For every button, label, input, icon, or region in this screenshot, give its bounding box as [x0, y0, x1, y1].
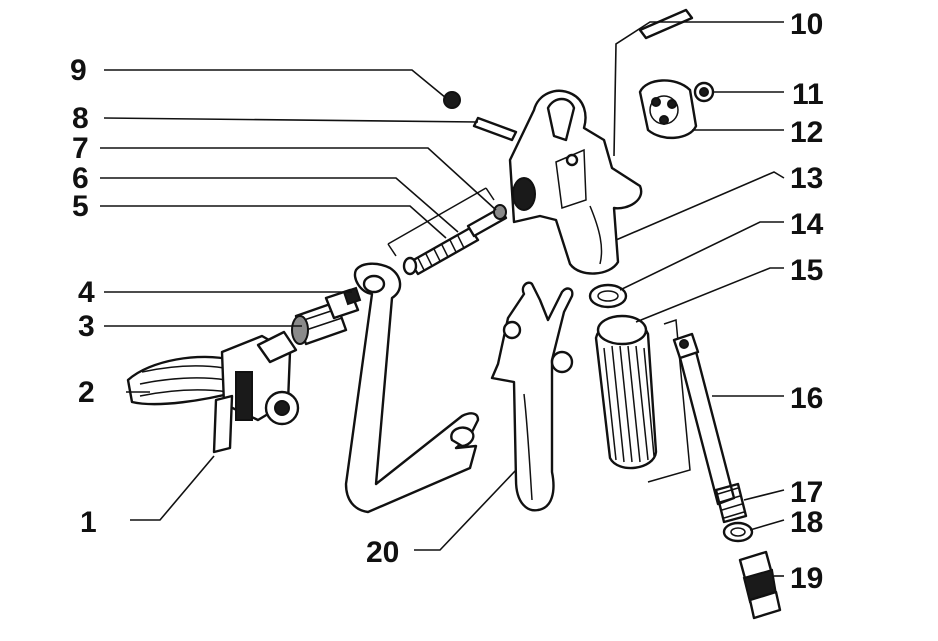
- part-small-nut: [693, 81, 715, 103]
- callout-17: 17: [790, 476, 823, 509]
- callout-labels: 1 2 3 4 5 6 7 8 9 10 11 12 13 14 15 16 1…: [70, 8, 824, 595]
- callout-3: 3: [78, 310, 95, 343]
- leader-lines: [100, 21, 785, 577]
- callout-6: 6: [72, 162, 89, 195]
- callout-7: 7: [72, 132, 89, 165]
- part-ball: [443, 91, 461, 109]
- callout-11: 11: [792, 78, 824, 111]
- part-pin: [472, 116, 518, 142]
- callout-13: 13: [790, 162, 823, 195]
- part-o-ring: [588, 283, 628, 309]
- part-needle-assembly: [387, 187, 508, 276]
- callout-9: 9: [70, 54, 87, 87]
- part-handle-tube: [672, 332, 736, 506]
- part-trigger: [490, 281, 574, 512]
- part-cap: [638, 79, 698, 139]
- callout-14: 14: [790, 208, 824, 241]
- callout-12: 12: [790, 116, 823, 149]
- part-inlet-fitting: [738, 550, 782, 620]
- callout-20: 20: [366, 536, 399, 569]
- part-filter: [594, 314, 691, 483]
- callout-5: 5: [72, 190, 89, 223]
- part-trigger-guard: [344, 262, 480, 514]
- callout-2: 2: [78, 376, 95, 409]
- part-tip-guard: [126, 330, 300, 454]
- callout-18: 18: [790, 506, 823, 539]
- part-washer: [722, 521, 754, 543]
- callout-10: 10: [790, 8, 823, 41]
- callout-8: 8: [72, 102, 89, 135]
- part-spring: [714, 482, 748, 524]
- callout-16: 16: [790, 382, 823, 415]
- part-gun-body: [508, 89, 643, 275]
- callout-15: 15: [790, 254, 823, 287]
- callout-19: 19: [790, 562, 823, 595]
- callout-4: 4: [78, 276, 95, 309]
- part-top-rod: [638, 8, 694, 40]
- callout-1: 1: [80, 506, 97, 539]
